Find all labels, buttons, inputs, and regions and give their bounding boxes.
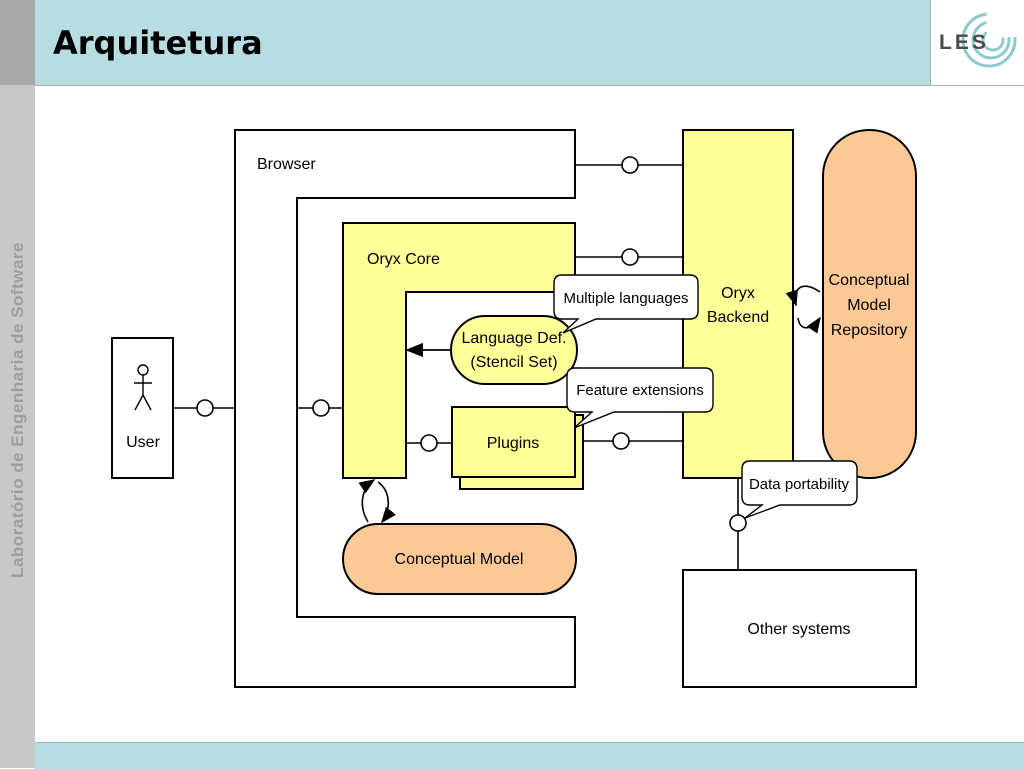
callout-data-portability	[741, 460, 858, 519]
browser-core-interface	[312, 399, 330, 417]
backend-repo-arrow	[785, 285, 821, 307]
conceptual-model-box	[342, 523, 577, 595]
oryx-core-label: Oryx Core	[367, 251, 440, 268]
callout-feature-extensions	[566, 367, 714, 429]
conceptual-model-label: Conceptual Model	[395, 551, 524, 568]
model-core-arrow	[358, 479, 376, 523]
language-def-label-1: Language Def.	[462, 330, 567, 347]
slide-header: Arquitetura	[35, 0, 930, 86]
logo-text: LES	[939, 31, 989, 54]
sidebar-corner	[0, 0, 35, 85]
user-stick-figure-icon	[134, 364, 152, 411]
core-backend-interface	[621, 248, 639, 266]
les-logo: LES	[930, 0, 1024, 86]
les-logo-icon: LES	[939, 12, 1017, 68]
other-systems-box	[682, 569, 917, 688]
plugins-label: Plugins	[487, 435, 539, 452]
callout-feature-extensions-label: Feature extensions	[576, 382, 704, 399]
left-sidebar: Laboratório de Engenharia de Software	[0, 0, 35, 768]
plugins-box	[451, 406, 576, 478]
browser-label: Browser	[257, 156, 316, 173]
core-model-arrow	[377, 481, 396, 524]
repository-box	[822, 129, 917, 479]
other-systems-label: Other systems	[747, 621, 850, 638]
oryx-backend-label-1: Oryx	[721, 285, 755, 302]
callout-multiple-languages	[553, 274, 699, 334]
user-browser-interface	[196, 399, 214, 417]
repository-label-3: Repository	[831, 322, 907, 339]
browser-frame	[234, 129, 576, 688]
callout-multiple-languages-label: Multiple languages	[563, 290, 688, 307]
slide-title: Arquitetura	[53, 24, 263, 62]
user-label: User	[126, 434, 160, 451]
backend-other-interface	[729, 514, 747, 532]
oryx-backend-label-2: Backend	[707, 309, 769, 326]
repository-label-1: Conceptual	[829, 272, 910, 289]
callout-data-portability-label: Data portability	[749, 476, 850, 493]
repo-backend-arrow	[797, 316, 821, 334]
slide-footer	[35, 742, 1024, 769]
oryx-backend-box	[682, 129, 794, 479]
plugins-backend-interface	[612, 432, 630, 450]
core-plugins-interface	[420, 434, 438, 452]
language-def-label-2: (Stencil Set)	[470, 354, 557, 371]
user-box	[111, 337, 174, 479]
repository-label-2: Model	[847, 297, 891, 314]
browser-backend-interface	[621, 156, 639, 174]
oryx-core-box	[342, 222, 576, 479]
language-def-box	[450, 315, 578, 385]
